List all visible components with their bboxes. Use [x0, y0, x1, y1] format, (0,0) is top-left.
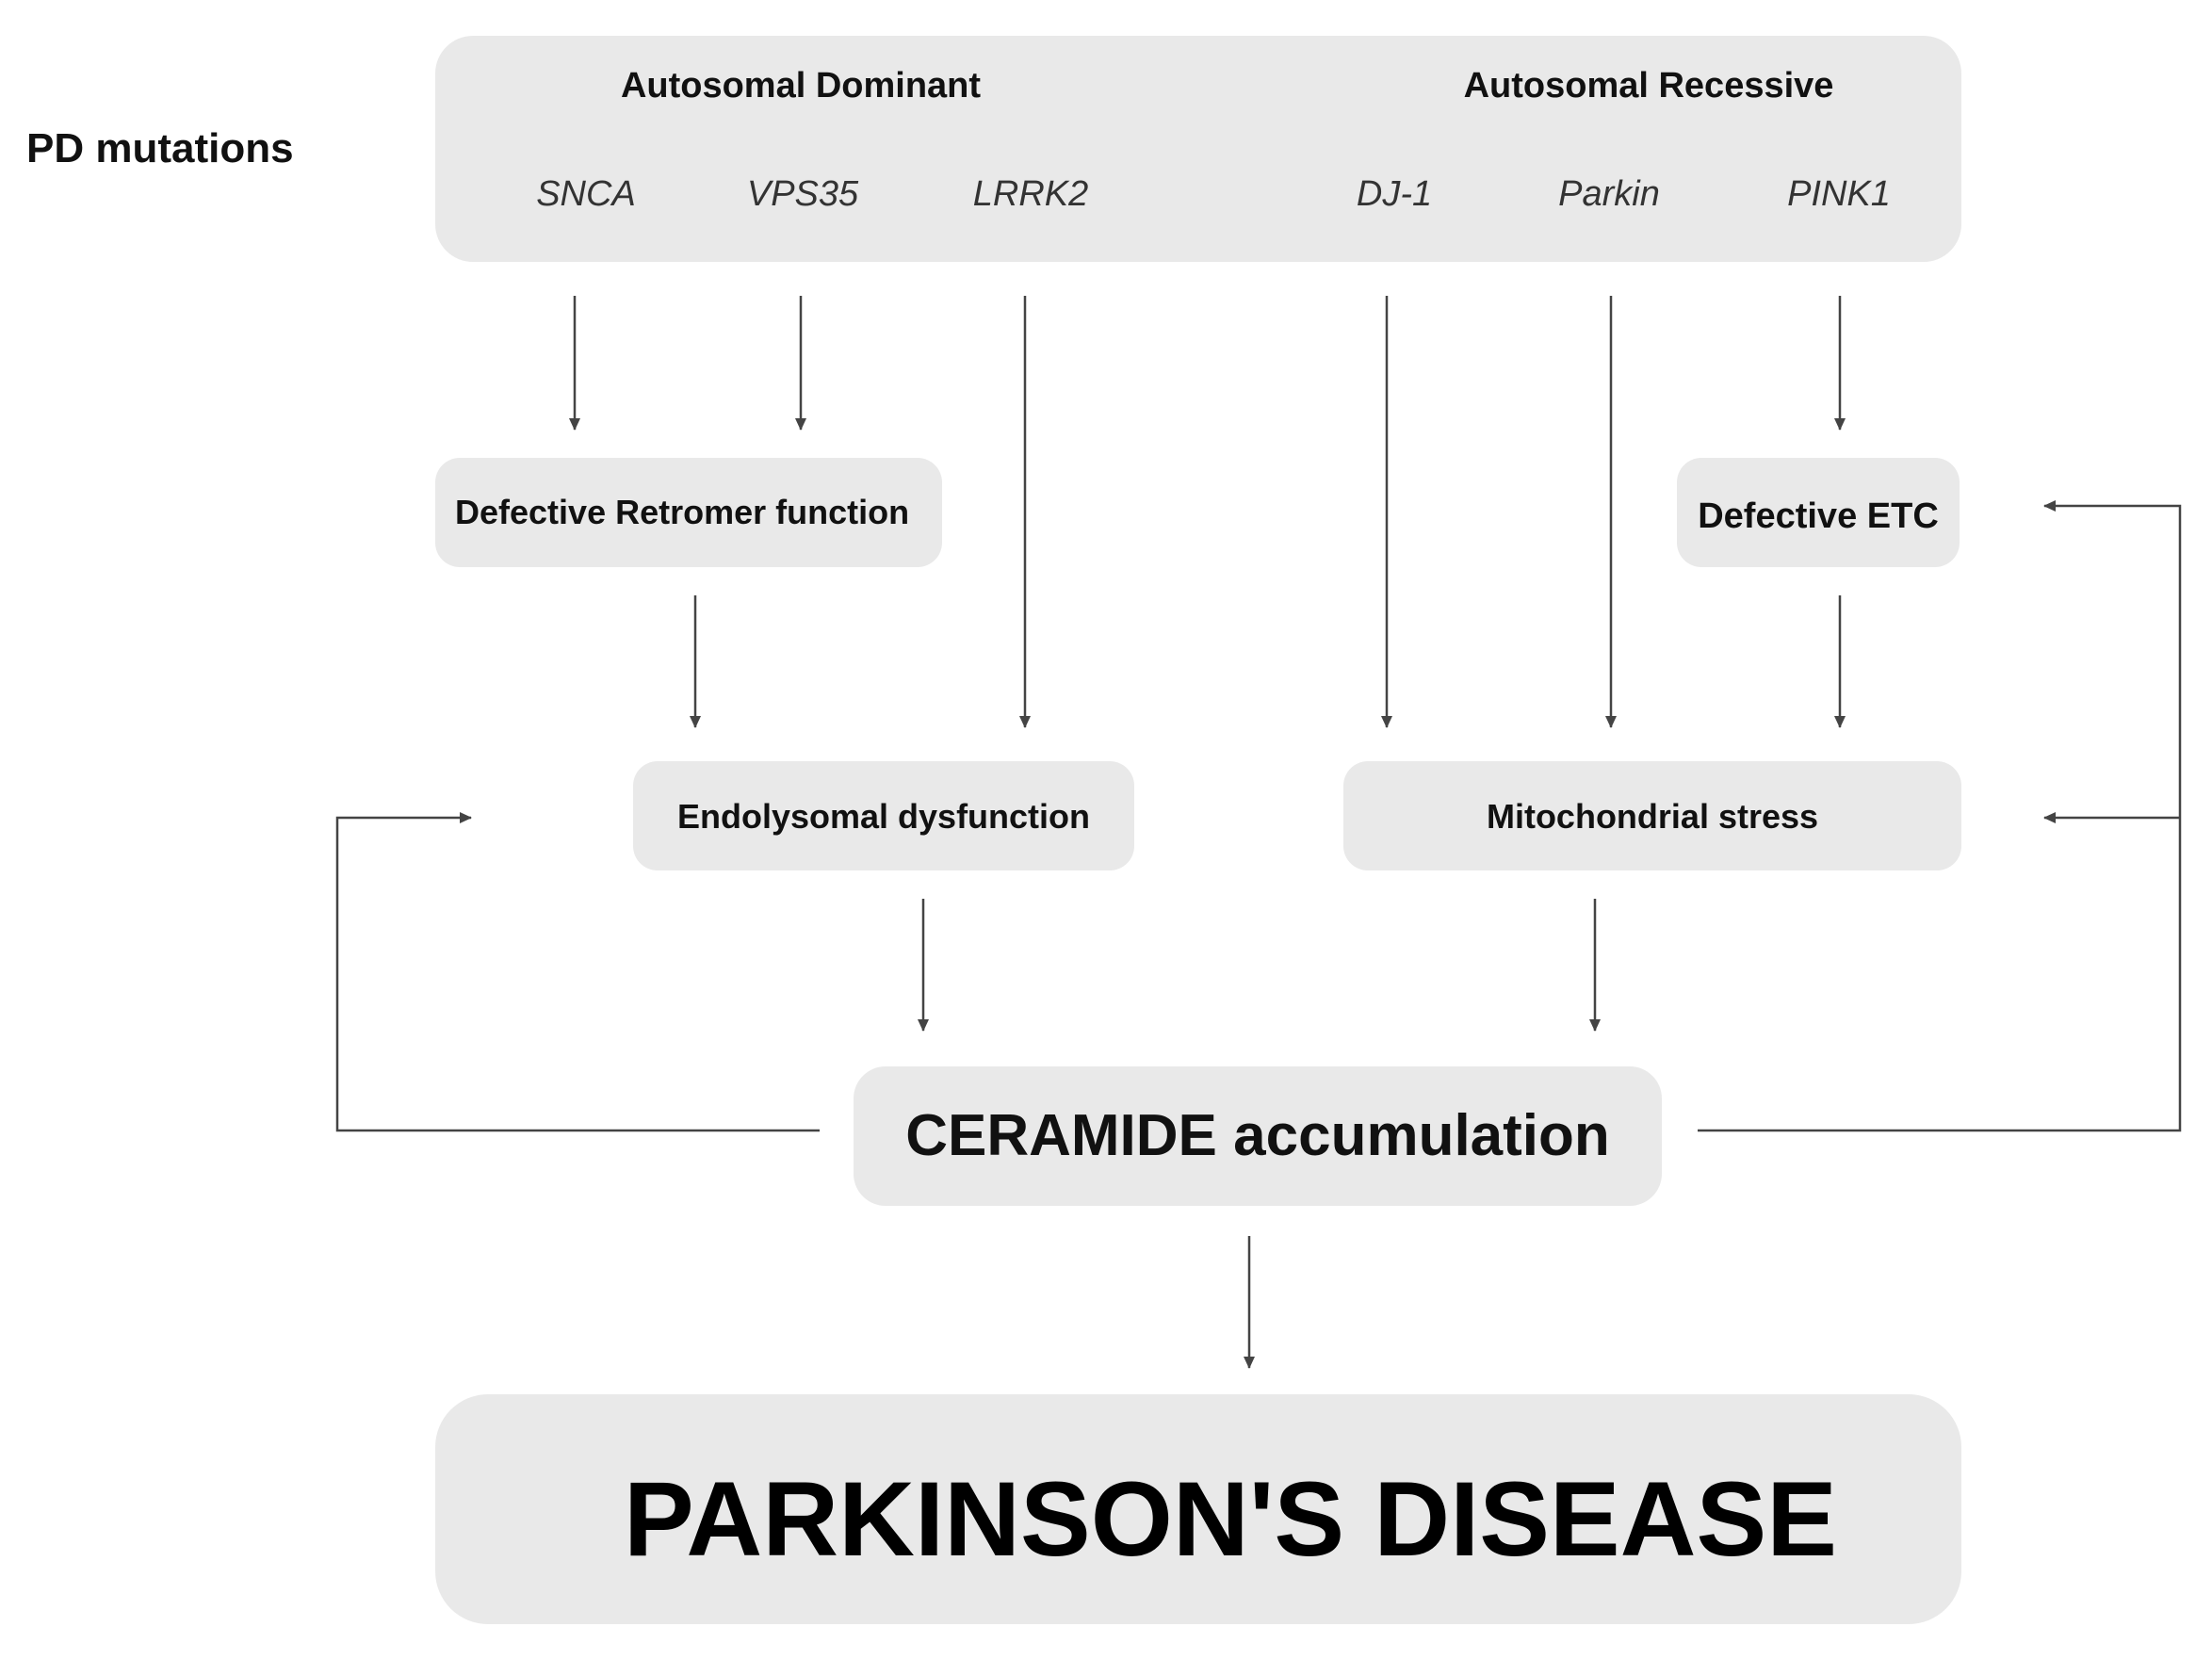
mitochondrial-box: [1343, 761, 1961, 870]
endolysosomal-box: [633, 761, 1134, 870]
etc-label: Defective ETC: [1698, 496, 1939, 536]
autosomal-dominant-header: Autosomal Dominant: [620, 66, 982, 106]
gene-parkin: Parkin: [1558, 174, 1660, 214]
gene-dj1: DJ-1: [1356, 174, 1433, 214]
disease-label: PARKINSON'S DISEASE: [624, 1460, 1837, 1578]
ceramide-box: [854, 1066, 1662, 1206]
mutations-box: [435, 36, 1961, 262]
autosomal-recessive-header: Autosomal Recessive: [1463, 66, 1834, 106]
endolysosomal-label: Endolysomal dysfunction: [676, 797, 1091, 836]
feedback-loop-left: [335, 812, 820, 1132]
mitochondrial-label: Mitochondrial stress: [1486, 797, 1819, 836]
retromer-label: Defective Retromer function: [455, 493, 910, 531]
disease-box: [435, 1394, 1961, 1624]
gene-vps35: VPS35: [746, 174, 859, 214]
gene-lrrk2: LRRK2: [972, 174, 1089, 214]
etc-box: [1677, 458, 1960, 567]
pd-mutations-label: PD mutations: [26, 125, 294, 171]
retromer-box: [435, 458, 942, 567]
gene-snca: SNCA: [536, 174, 636, 214]
gene-pink1: PINK1: [1787, 174, 1891, 214]
ceramide-label: CERAMIDE accumulation: [905, 1103, 1610, 1168]
